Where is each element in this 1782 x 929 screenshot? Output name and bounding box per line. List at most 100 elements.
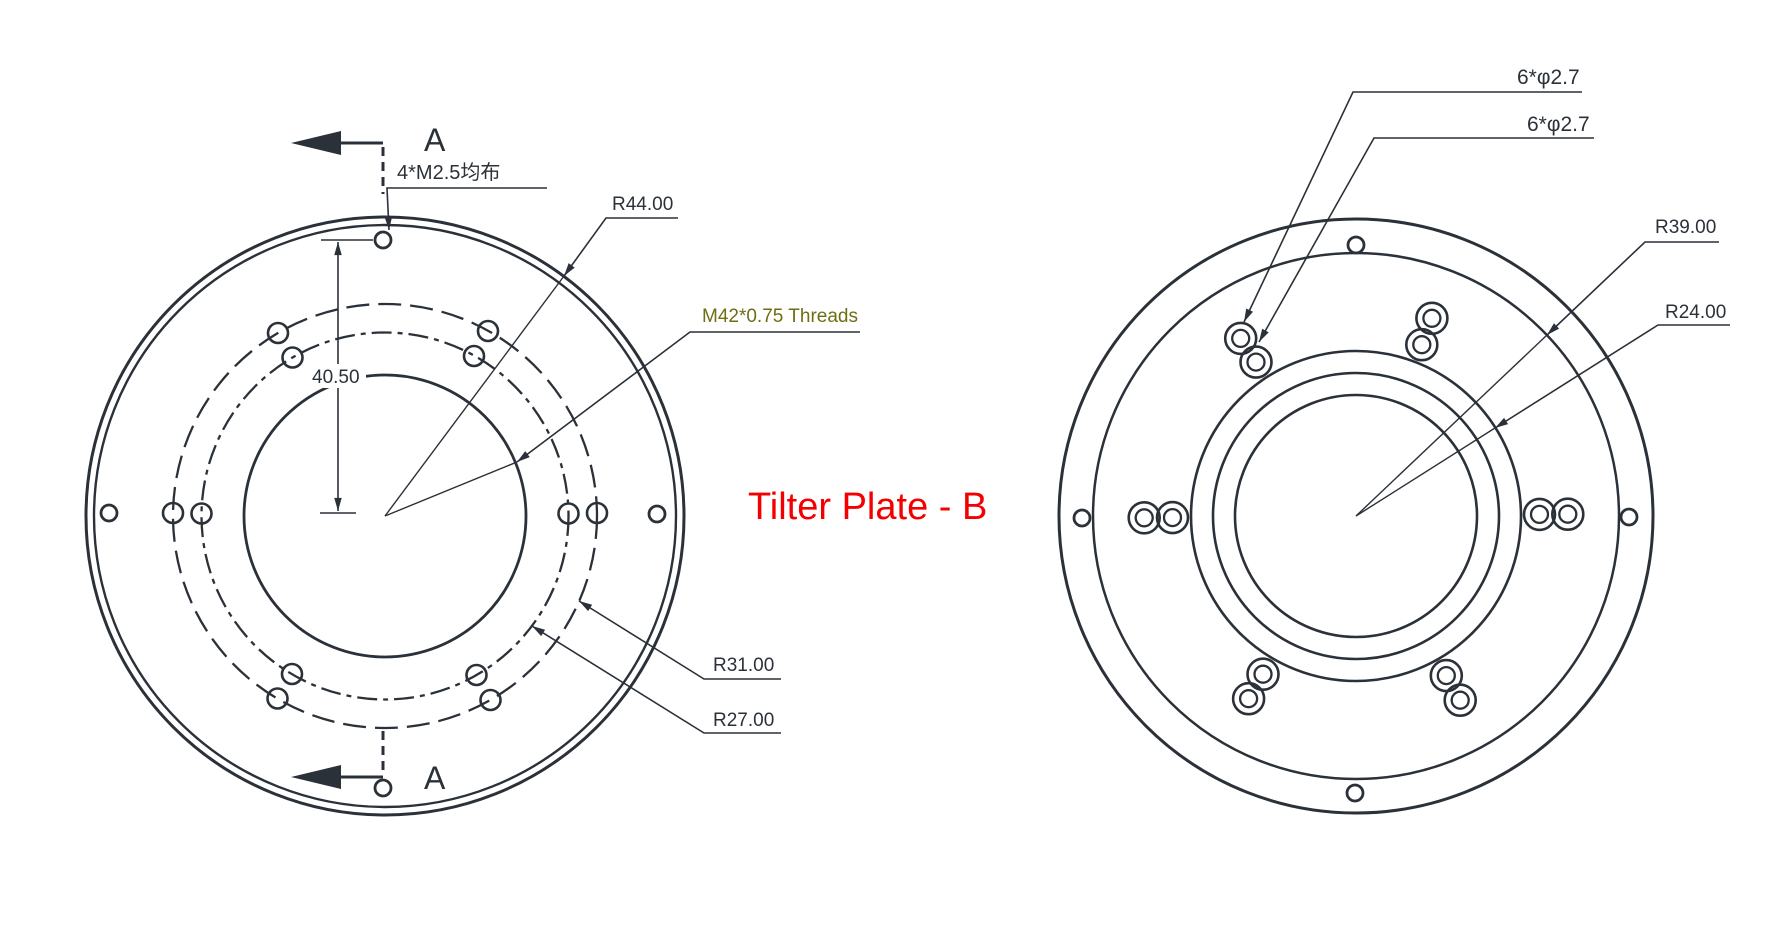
thread-text: M42*0.75 Threads — [702, 306, 858, 327]
counterbore-outer — [1155, 500, 1190, 535]
counterbore-hole — [1422, 308, 1442, 328]
left-mount-holes — [99, 230, 667, 798]
mount-hole — [373, 778, 393, 798]
right-rim-holes — [1072, 235, 1639, 803]
mount-hole — [373, 230, 393, 250]
r39-text: R39.00 — [1655, 217, 1716, 238]
thread-center-line — [384, 461, 518, 517]
left-bolt-holes — [161, 319, 609, 712]
r27-text: R27.00 — [713, 710, 774, 731]
counterbore-hole — [1412, 335, 1432, 355]
section-arrow-icon — [291, 765, 341, 789]
counterbore-outer — [1223, 321, 1258, 356]
counterbore-outer — [1231, 681, 1266, 716]
mount-hole — [647, 504, 667, 524]
r24-leader — [1494, 324, 1730, 429]
outer-radius-text: R44.00 — [612, 194, 673, 215]
right-view: 6*φ2.7 6*φ2.7 R39.00 R24.00 — [1057, 66, 1730, 815]
bolt-hole — [281, 346, 304, 369]
counterbore-hole — [1231, 328, 1251, 349]
counterbore-outer — [1127, 500, 1161, 535]
right-bore-inner-circle — [1233, 393, 1479, 639]
label-mount-holes: 4*M2.5均布 — [384, 161, 547, 231]
mount-holes-leader — [384, 187, 547, 231]
section-label-bottom: A — [424, 760, 446, 796]
right-bore-outer-circle — [1211, 371, 1501, 661]
label-outer-radius: R44.00 — [384, 194, 678, 517]
counterbore-hole — [1238, 689, 1259, 709]
r31-leader — [578, 600, 781, 680]
counterbore-leader-1 — [1243, 91, 1582, 323]
counterbore-hole — [1134, 508, 1154, 528]
bolt-hole — [462, 344, 486, 368]
dim-40-50-text: 40.50 — [312, 367, 360, 388]
rim-hole — [1345, 783, 1365, 803]
label-bore-radius: R24.00 — [1355, 302, 1730, 517]
counterbore-outer — [1443, 683, 1477, 718]
counterbore-pair-northeast — [1405, 301, 1449, 362]
outer-radius-leader — [563, 217, 678, 277]
counterbore-hole — [1558, 504, 1578, 524]
counterbore-hole — [1436, 665, 1456, 686]
label-thread: M42*0.75 Threads — [384, 306, 860, 517]
counterbore-pair-west — [1127, 500, 1190, 535]
bolt-hole — [557, 502, 580, 525]
left-view: A A 40.50 4*M2.5均布 R44.00 — [84, 122, 860, 817]
bolt-hole — [266, 321, 290, 345]
drawing-title: Tilter Plate - B — [748, 486, 987, 528]
mount-hole — [99, 503, 119, 523]
counterbore-outer — [1239, 345, 1273, 379]
counterbore-hole — [1246, 352, 1266, 372]
section-arrow-icon — [291, 131, 341, 155]
bolt-hole — [280, 662, 304, 686]
section-label-top: A — [424, 122, 446, 158]
r24-text: R24.00 — [1665, 302, 1726, 323]
r31-text: R31.00 — [713, 655, 774, 676]
label-counterbore-2: 6*φ2.7 — [1258, 113, 1594, 343]
counterbore-text-2: 6*φ2.7 — [1527, 113, 1590, 136]
counterbore-pair-east — [1522, 497, 1585, 532]
counterbore-outer — [1405, 327, 1439, 362]
bolt-hole — [190, 502, 213, 525]
r39-leader — [1546, 241, 1719, 336]
left-thread-bore-circle — [242, 373, 528, 659]
label-counterbore-1: 6*φ2.7 — [1243, 66, 1582, 323]
left-bolt-circle-r31 — [171, 302, 599, 730]
counterbore-pair-northwest — [1223, 321, 1273, 379]
section-mark-bottom: A — [291, 731, 446, 796]
thread-leader — [516, 331, 860, 463]
counterbore-hole — [1450, 690, 1470, 710]
right-flange-circle — [1189, 349, 1523, 683]
right-counterbore-holes — [1127, 301, 1585, 718]
outer-radius-center-line — [384, 275, 565, 517]
counterbore-pair-southwest — [1231, 657, 1280, 716]
rim-hole — [1346, 235, 1366, 255]
r39-center-line — [1355, 334, 1548, 517]
label-flange-radius: R39.00 — [1355, 217, 1719, 517]
label-bolt-circle-inner: R27.00 — [531, 625, 781, 734]
counterbore-pair-southeast — [1429, 658, 1477, 718]
bolt-hole — [476, 319, 500, 343]
counterbore-text-1: 6*φ2.7 — [1517, 66, 1580, 89]
bolt-hole — [161, 501, 185, 525]
counterbore-outer — [1246, 657, 1280, 692]
left-bolt-circle-r27 — [200, 331, 570, 701]
bolt-hole — [585, 501, 609, 525]
section-mark-top: A — [291, 122, 446, 194]
bolt-hole — [266, 687, 289, 710]
rim-hole — [1072, 508, 1092, 528]
label-bolt-circle-outer: R31.00 — [578, 600, 781, 680]
rim-hole — [1619, 507, 1639, 527]
counterbore-outer — [1429, 658, 1464, 693]
mount-holes-text: 4*M2.5均布 — [397, 161, 500, 184]
dim-text-mask — [310, 364, 366, 388]
counterbore-hole — [1162, 507, 1183, 528]
counterbore-outer — [1551, 497, 1585, 532]
counterbore-outer — [1522, 497, 1557, 532]
counterbore-hole — [1529, 504, 1550, 525]
bolt-hole — [479, 688, 502, 712]
r27-leader — [531, 625, 781, 734]
counterbore-hole — [1253, 664, 1273, 684]
